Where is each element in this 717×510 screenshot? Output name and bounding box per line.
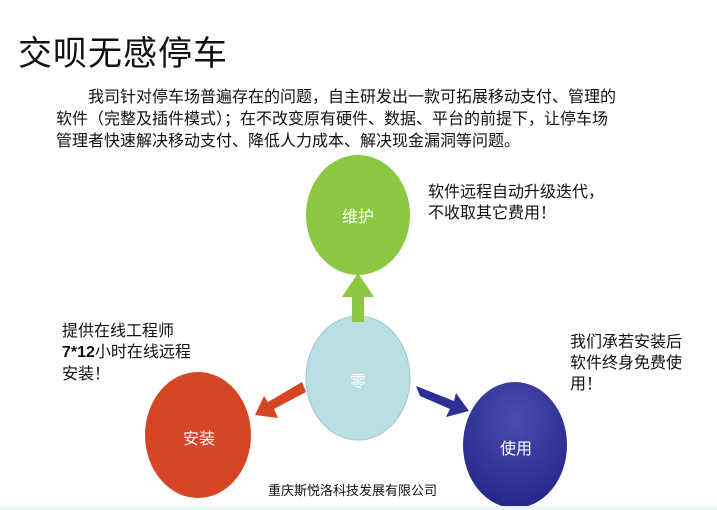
maintain-circle xyxy=(306,155,410,275)
install-note: 提供在线工程师 7*12小时在线远程安装！ xyxy=(62,320,202,384)
use-note: 我们承若安装后软件终身免费使用！ xyxy=(570,332,683,393)
install-label: 安装 xyxy=(182,429,216,448)
install-note-rest: 小时在线远程安装！ xyxy=(62,342,191,383)
company-footer: 重庆斯悦洛科技发展有限公司 xyxy=(268,483,438,498)
arrow-up-icon xyxy=(342,273,374,322)
use-label: 使用 xyxy=(499,439,533,458)
page-title: 交呗无感停车 xyxy=(18,34,228,74)
intro-paragraph: 我司针对停车场普遍存在的问题，自主研发出一款可拓展移动支付、管理的软件（完整及插… xyxy=(56,87,617,150)
maintain-note: 软件远程自动升级迭代，不收取其它费用！ xyxy=(428,182,605,222)
arrow-left-icon xyxy=(255,382,306,418)
install-note-hours: 7*12 xyxy=(62,344,95,361)
maintain-label: 维护 xyxy=(341,207,375,226)
bottom-divider xyxy=(0,506,717,510)
install-note-line1: 提供在线工程师 xyxy=(62,321,175,340)
use-circle xyxy=(463,382,567,508)
install-circle xyxy=(145,372,251,498)
center-label: 零 xyxy=(349,372,367,391)
arrow-right-icon xyxy=(416,386,469,417)
